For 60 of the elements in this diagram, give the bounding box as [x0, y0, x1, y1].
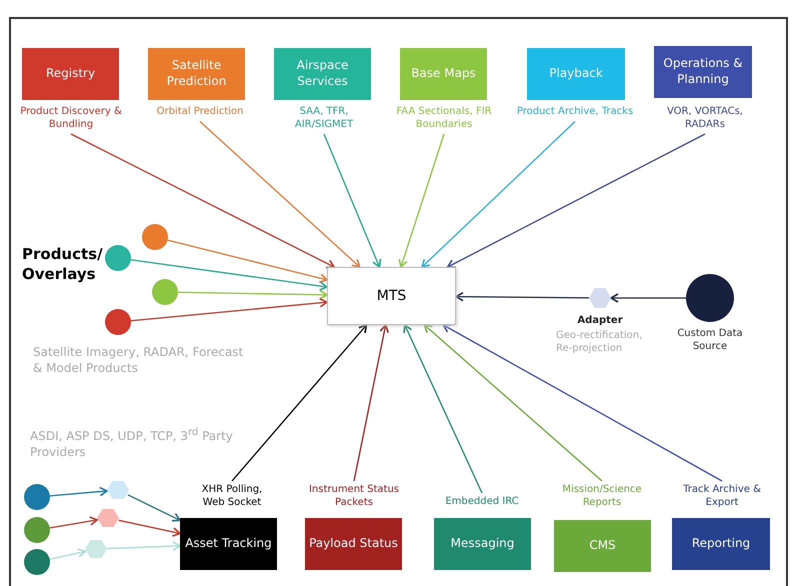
arrow — [106, 541, 181, 551]
service-box: Satellite Prediction — [148, 48, 245, 100]
arrow — [128, 494, 181, 522]
circle-node — [152, 279, 178, 305]
arrow — [130, 259, 328, 291]
service-box: Operations & Planning — [654, 46, 752, 98]
node-label: Product Discovery & Bundling — [19, 106, 123, 131]
node-label: Orbital Prediction — [156, 106, 244, 118]
service-box: CMS — [554, 520, 651, 572]
service-box: Asset Tracking — [180, 518, 277, 570]
service-box: Payload Status — [305, 518, 402, 570]
arrow — [353, 324, 389, 482]
arrow — [178, 290, 328, 300]
note-text: Satellite Imagery, RADAR, Forecast & Model Products — [33, 344, 244, 376]
arrow — [398, 134, 445, 268]
circle-node — [105, 245, 131, 271]
service-box: Reporting — [672, 518, 770, 570]
node-label: SAA, TFR, AIR/SIGMET — [294, 106, 354, 131]
arrow — [455, 292, 589, 302]
arrow — [167, 240, 328, 283]
arrow — [50, 486, 108, 497]
note-text: ASDI, ASP DS, UDP, TCP, 3$^{rd}$ Party Providers — [30, 426, 234, 460]
node-label: Product Archive, Tracks — [516, 106, 634, 118]
arrow — [50, 516, 98, 528]
service-box: Playback — [527, 48, 625, 100]
node-label: Instrument Status Packets — [308, 484, 400, 509]
arrow — [118, 520, 181, 537]
arrow — [50, 548, 86, 560]
node-label: Geo-rectification, Re-projection — [556, 330, 644, 355]
arrow — [421, 121, 576, 268]
service-box: Messaging — [434, 518, 531, 570]
arrow — [232, 324, 368, 482]
service-box: Base Maps — [400, 48, 487, 100]
circle-node — [24, 484, 50, 510]
node-label: XHR Polling, Web Socket — [200, 484, 264, 509]
arrow — [442, 324, 722, 482]
circle-node — [686, 274, 734, 322]
node-label: Custom Data Source — [676, 328, 744, 353]
arrow — [610, 293, 686, 303]
circle-node — [24, 549, 50, 575]
node-label: Adapter — [576, 315, 624, 328]
node-label: Embedded IRC — [444, 496, 520, 508]
circle-node — [142, 224, 168, 250]
node-label: VOR, VORTACs, RADARs — [666, 106, 744, 131]
circle-node — [24, 517, 50, 543]
service-box: Registry — [22, 48, 119, 100]
note-text: Products/ Overlays — [22, 244, 104, 284]
arrow — [424, 324, 602, 482]
process-box: MTS — [327, 267, 456, 325]
service-box: Airspace Services — [274, 48, 371, 100]
node-label: FAA Sectionals, FIR Boundaries — [395, 106, 493, 131]
arrow — [446, 133, 706, 268]
node-label: Track Archive & Export — [682, 484, 762, 509]
circle-node — [105, 309, 131, 335]
arrow — [403, 324, 483, 494]
node-label: Mission/Science Reports — [561, 484, 643, 509]
arrow — [200, 121, 360, 268]
arrow — [130, 298, 328, 322]
arrow — [70, 133, 335, 268]
arrow — [323, 134, 382, 268]
